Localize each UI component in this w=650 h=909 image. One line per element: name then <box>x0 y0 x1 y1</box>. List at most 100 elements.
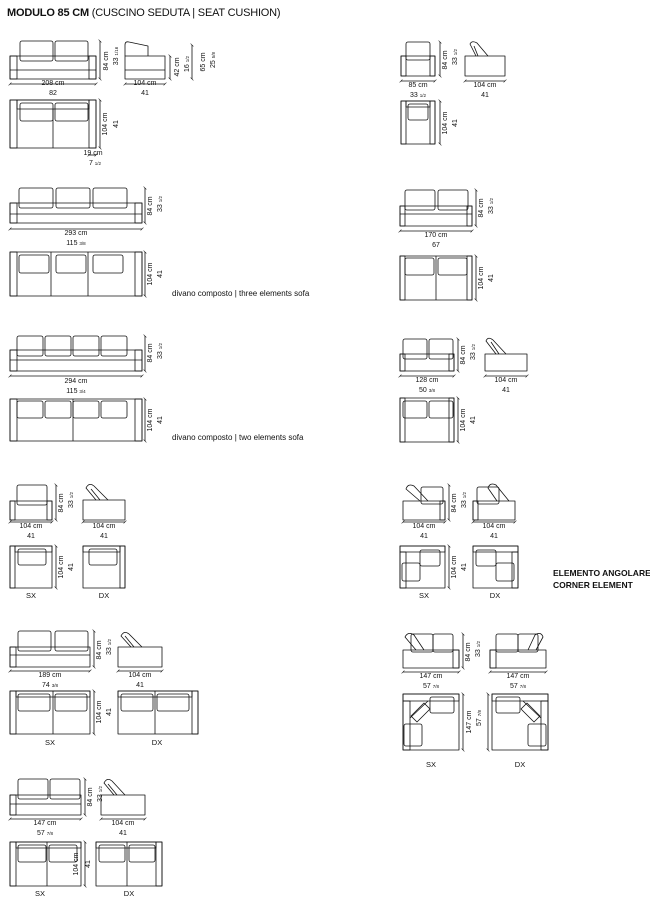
chaise-side-view <box>485 337 527 376</box>
corner-147-dx-plan-view <box>488 694 549 750</box>
dim-width-cm: 293 cm <box>64 230 88 237</box>
fraction: 3/8 <box>79 241 86 246</box>
dim-width-in: 57 7/8 <box>510 683 526 691</box>
dim-depth-cm: 104 cm <box>128 672 152 679</box>
fraction: 5/8 <box>211 51 216 59</box>
dim-width-in: 50 3/8 <box>419 387 435 395</box>
armchair-85-front-view <box>401 42 440 81</box>
two-elements-note: divano composto | two elements sofa <box>172 433 304 442</box>
dim-value: 33 <box>157 351 164 360</box>
dim-height-cm: 84 cm <box>478 198 485 218</box>
dim-depth-cm: 104 cm <box>478 266 485 290</box>
sofa-189-sx-plan-view <box>9 691 94 734</box>
right-version-label: DX <box>514 760 526 769</box>
dim-width-in: 115 3/8 <box>66 240 85 248</box>
dim-depth-cm: 104 cm <box>451 555 458 579</box>
dim-height-cm: 84 cm <box>465 642 472 662</box>
dim-value: 57 <box>422 683 431 690</box>
armchair-dx-plan-view <box>82 545 126 589</box>
sofa-208-plan-view <box>9 100 100 155</box>
dim-value: 33 <box>475 649 482 658</box>
dim-value: 115 <box>66 240 78 247</box>
dim-value: 57 <box>36 830 45 837</box>
dim-depth-cm: 104 cm <box>482 523 506 530</box>
sofa-147-front-view <box>10 779 85 819</box>
dim-width-cm: 147 cm <box>419 673 443 680</box>
dim-depth-in: 41 <box>68 563 75 571</box>
dim-depth-in: 41 <box>85 860 92 868</box>
dim-depth-cm: 104 cm <box>92 523 116 530</box>
dim-depth-cm: 104 cm <box>147 408 154 432</box>
dim-width-cm: 85 cm <box>408 82 428 89</box>
dim-height-cm: 84 cm <box>96 640 103 660</box>
dim-value: 33 <box>452 57 459 66</box>
left-version-label: SX <box>425 760 437 769</box>
dim-depth-cm: 104 cm <box>133 80 157 87</box>
sofa-128-plan-view <box>399 398 458 442</box>
sofa-208-side-view <box>125 41 192 84</box>
dim-height-in: 33 1/2 <box>157 196 165 212</box>
dim-depth-in: 41 <box>481 92 489 99</box>
dim-depth-cm: 104 cm <box>494 377 518 384</box>
dim-height-cm: 84 cm <box>147 196 154 216</box>
corner-element-title-en: CORNER ELEMENT <box>553 580 633 590</box>
dim-depth-in: 41 <box>157 416 164 424</box>
dim-lines-208 <box>10 41 100 84</box>
dim-value: 7 <box>88 160 93 167</box>
armchair-85-plan-view <box>400 101 440 144</box>
dim-height-in: 33 1/2 <box>106 639 114 655</box>
dim-width-in: 82 <box>49 90 57 97</box>
dim-height-cm: 84 cm <box>103 51 110 71</box>
fraction: 1/2 <box>185 55 190 63</box>
dim-value: 33 <box>106 647 113 656</box>
fraction: 1/2 <box>476 640 481 648</box>
dim-depth-in: 41 <box>141 90 149 97</box>
dim-width-cm: 208 cm <box>41 80 65 87</box>
dim-depth-cm: 104 cm <box>442 111 449 135</box>
sofa-147-dx-plan-view <box>95 841 163 887</box>
dim-width-cm: 294 cm <box>64 378 88 385</box>
dim-arm-height-cm: 65 cm <box>200 52 207 72</box>
dim-depth-cm: 104 cm <box>73 852 80 876</box>
dim-width-cm: 147 cm <box>506 673 530 680</box>
dim-width-cm: 170 cm <box>424 232 448 239</box>
corner-element-title-it: ELEMENTO ANGOLARE <box>553 568 650 578</box>
dim-height-cm: 84 cm <box>451 493 458 513</box>
dim-depth-in: 41 <box>452 119 459 127</box>
dim-value: 33 <box>409 92 418 99</box>
dim-value: 33 <box>157 204 164 213</box>
model-name: MODULO 85 CM <box>7 7 89 19</box>
sofa-208-front-view <box>9 40 97 80</box>
fraction: 7/8 <box>432 684 440 689</box>
corner-147-sx-plan-view <box>402 694 463 750</box>
dim-width-cm: 147 cm <box>33 820 57 827</box>
chaise-189-side-view <box>118 632 162 671</box>
dim-seat-height-in: 16 1/2 <box>184 56 192 72</box>
fraction: 1/2 <box>419 93 427 98</box>
dim-depth-in: 41 <box>136 682 144 689</box>
right-version-label: DX <box>98 591 110 600</box>
dim-width-cm: 128 cm <box>415 377 439 384</box>
fraction: 1/2 <box>489 197 494 205</box>
dim-height-cm: 84 cm <box>58 493 65 513</box>
dim-depth-in: 41 <box>470 416 477 424</box>
dim-width-in: 57 7/8 <box>37 830 53 838</box>
corner-sx-plan-view <box>399 546 449 588</box>
title-subtitle: (CUSCINO SEDUTA | SEAT CUSHION) <box>91 7 281 19</box>
dim-depth-in: 41 <box>420 533 428 540</box>
dim-width-in: 33 1/2 <box>410 92 426 100</box>
right-version-label: DX <box>489 591 501 600</box>
fraction: 1/2 <box>462 491 467 499</box>
dim-width-in: 67 <box>432 242 440 249</box>
sofa-189-front-view <box>10 631 94 671</box>
sofa-293-plan-view <box>9 252 145 296</box>
dim-depth-cm: 104 cm <box>19 523 43 530</box>
fraction: 7/8 <box>46 831 54 836</box>
dim-value: 33 <box>68 500 75 509</box>
dim-value: 50 <box>418 387 427 394</box>
chaise-147-side-view <box>101 779 145 819</box>
dim-value: 57 <box>476 718 483 727</box>
dim-height-in: 33 1/2 <box>452 49 460 65</box>
